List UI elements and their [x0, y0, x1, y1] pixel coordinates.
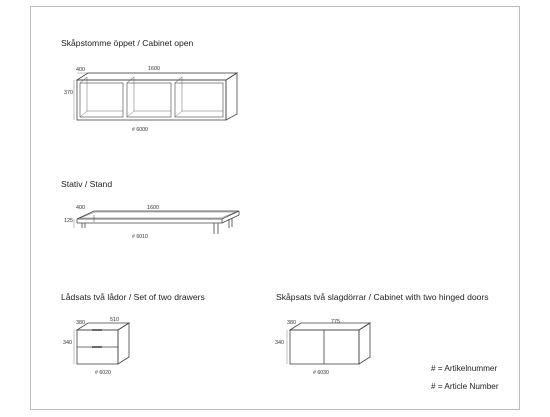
cabinet-open-article-number: # 6000	[132, 127, 148, 133]
stand-title: Stativ / Stand	[61, 179, 113, 189]
stand-depth-label: 400	[76, 205, 85, 211]
cabinet-open-title: Skåpstomme öppet / Cabinet open	[61, 38, 194, 48]
doors-article-number: # 6030	[313, 370, 329, 376]
cabinet-open-depth-label: 400	[76, 67, 85, 73]
drawers-depth-label: 380	[76, 320, 85, 326]
legend-article-number-sv: # = Artikelnummer	[431, 364, 498, 373]
cabinet-open-height-label: 370	[64, 90, 73, 96]
cabinet-open-width-label: 1600	[148, 66, 160, 72]
page-frame	[30, 6, 520, 410]
stand-height-label: 125	[64, 218, 73, 224]
drawers-article-number: # 6020	[95, 370, 111, 376]
drawers-width-label: 510	[110, 317, 119, 323]
stand-width-label: 1600	[147, 205, 159, 211]
doors-depth-label: 380	[287, 320, 296, 326]
stand-article-number: # 6010	[132, 234, 148, 240]
doors-width-label: 775	[331, 319, 340, 325]
legend-article-number-en: # = Article Number	[431, 382, 499, 391]
doors-title: Skåpsats två slagdörrar / Cabinet with t…	[276, 292, 489, 302]
drawers-height-label: 340	[63, 340, 72, 346]
drawers-title: Lådsats två lådor / Set of two drawers	[61, 292, 205, 302]
doors-height-label: 340	[275, 340, 284, 346]
